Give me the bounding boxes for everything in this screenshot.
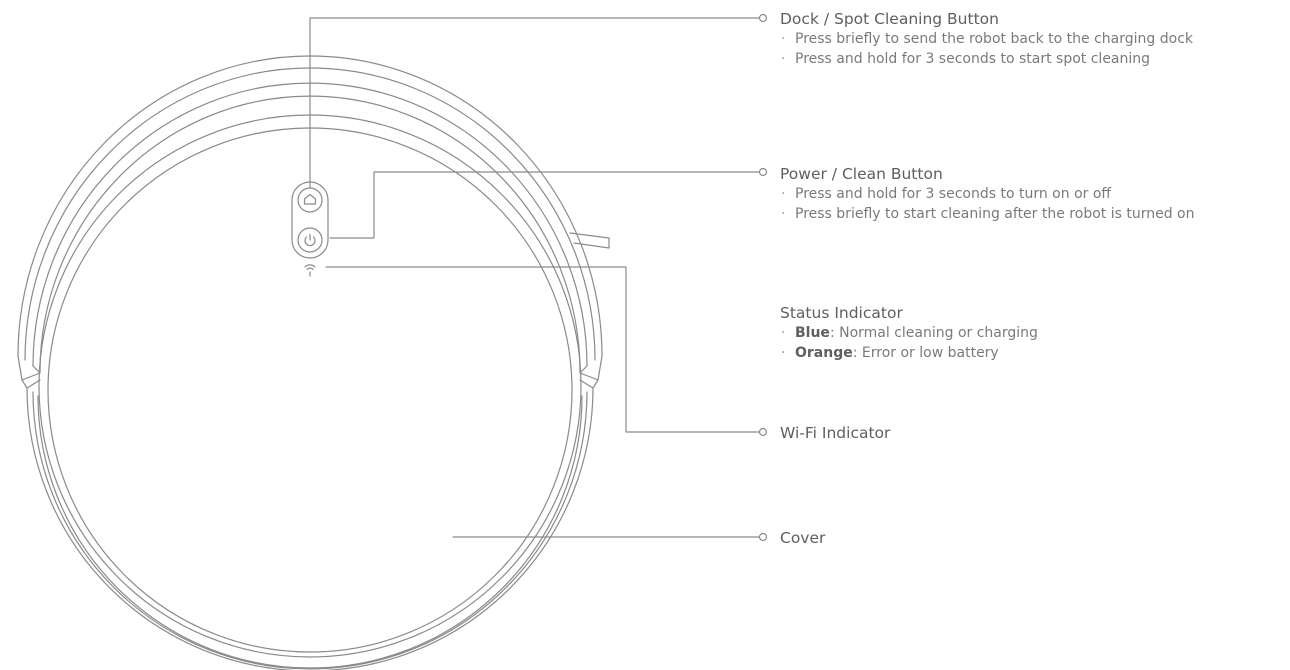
leader-line-wifi	[325, 266, 760, 433]
callout-dock-item: ·Press and hold for 3 seconds to start s…	[781, 51, 1151, 67]
dock-button	[297, 187, 323, 213]
leader-line-power	[329, 171, 760, 239]
leader-end-power	[758, 167, 768, 177]
callout-power-title: Power / Clean Button	[780, 165, 943, 183]
robot-body	[38, 114, 582, 658]
callout-dock-button: Dock / Spot Cleaning Button ·Press brief…	[780, 9, 1193, 69]
leader-end-dock	[758, 13, 768, 23]
leader-end-cover	[758, 532, 768, 542]
callout-status-title: Status Indicator	[780, 304, 903, 322]
side-brush-bar	[569, 232, 610, 249]
callout-status-indicator: Status Indicator ·Blue: Normal cleaning …	[780, 303, 1038, 363]
bumper-cap-left-lower	[21, 379, 41, 389]
leader-line-dock	[309, 17, 760, 189]
callout-status-item-orange: ·Orange: Error or low battery	[781, 345, 999, 361]
wifi-icon	[304, 264, 316, 277]
bumper-cap-right-lower	[579, 379, 599, 389]
callout-cover-title: Cover	[780, 529, 826, 547]
leader-end-wifi	[758, 427, 768, 437]
home-icon	[303, 193, 317, 205]
power-icon	[304, 236, 316, 247]
callout-cover: Cover	[780, 528, 825, 548]
button-panel	[291, 181, 329, 259]
callout-power-button: Power / Clean Button ·Press and hold for…	[780, 164, 1194, 224]
callout-dock-title: Dock / Spot Cleaning Button	[780, 10, 999, 28]
callout-power-item: ·Press and hold for 3 seconds to turn on…	[781, 186, 1112, 202]
bumper-groove	[37, 395, 583, 669]
callout-wifi-indicator: Wi-Fi Indicator	[780, 423, 890, 443]
robot-cover	[47, 127, 573, 653]
callout-wifi-title: Wi-Fi Indicator	[780, 424, 891, 442]
bumper-cap-right	[579, 355, 603, 381]
callout-power-item: ·Press briefly to start cleaning after t…	[781, 206, 1195, 222]
power-button	[297, 227, 323, 253]
bumper-cap-left	[17, 355, 41, 381]
callout-status-item-blue: ·Blue: Normal cleaning or charging	[781, 325, 1038, 341]
callout-dock-item: ·Press briefly to send the robot back to…	[781, 31, 1194, 47]
bumper-outer-edge	[26, 387, 594, 670]
bumper-inner-edge	[32, 391, 588, 670]
